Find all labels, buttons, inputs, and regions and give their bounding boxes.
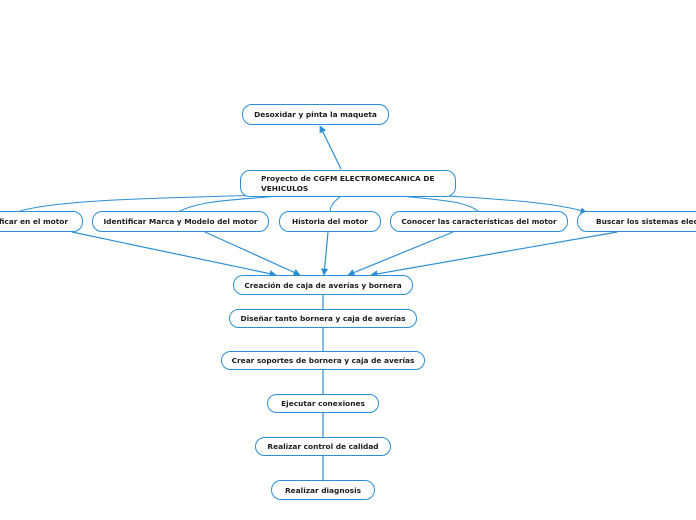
node-branch-conocer-caracteristicas[interactable]: Conocer las características del motor	[390, 211, 568, 232]
node-desoxidar-maqueta[interactable]: Desoxidar y pinta la maqueta	[242, 104, 389, 125]
node-step-disenar[interactable]: Diseñar tanto bornera y caja de averías	[229, 309, 417, 328]
node-branch-identificar-en-motor[interactable]: ificar en el motor	[0, 211, 83, 232]
node-branch-identificar-marca-modelo[interactable]: Identificar Marca y Modelo del motor	[92, 211, 269, 232]
link-root-to-top	[319, 125, 342, 170]
link-branch-4-to-hub	[347, 231, 454, 276]
node-step-control-calidad[interactable]: Realizar control de calidad	[255, 437, 391, 456]
link-branch-2-to-hub	[204, 231, 301, 276]
node-hub-creacion-caja[interactable]: Creación de caja de averías y bornera	[233, 275, 413, 295]
link-branch-1-to-hub	[71, 231, 277, 278]
node-step-realizar-diagnosis[interactable]: Realizar diagnosis	[271, 480, 375, 500]
node-step-ejecutar-conexiones[interactable]: Ejecutar conexiones	[267, 394, 379, 413]
link-branch-5-to-hub	[370, 231, 618, 278]
link-root-to-branch-2	[179, 195, 281, 212]
node-step-crear-soportes[interactable]: Crear soportes de bornera y caja de aver…	[221, 351, 425, 370]
node-branch-buscar-sistemas[interactable]: Buscar los sistemas electr	[577, 211, 696, 232]
node-branch-historia-motor[interactable]: Historia del motor	[279, 211, 381, 232]
link-root-to-branch-4	[399, 195, 479, 212]
link-branch-3-to-hub	[321, 231, 329, 276]
link-root-to-branch-1	[19, 194, 271, 212]
link-root-to-branch-5	[429, 194, 587, 214]
link-root-to-branch-3	[329, 196, 341, 212]
node-root-proyecto[interactable]: Proyecto de CGFM ELECTROMECANICA DE VEHI…	[240, 170, 456, 197]
